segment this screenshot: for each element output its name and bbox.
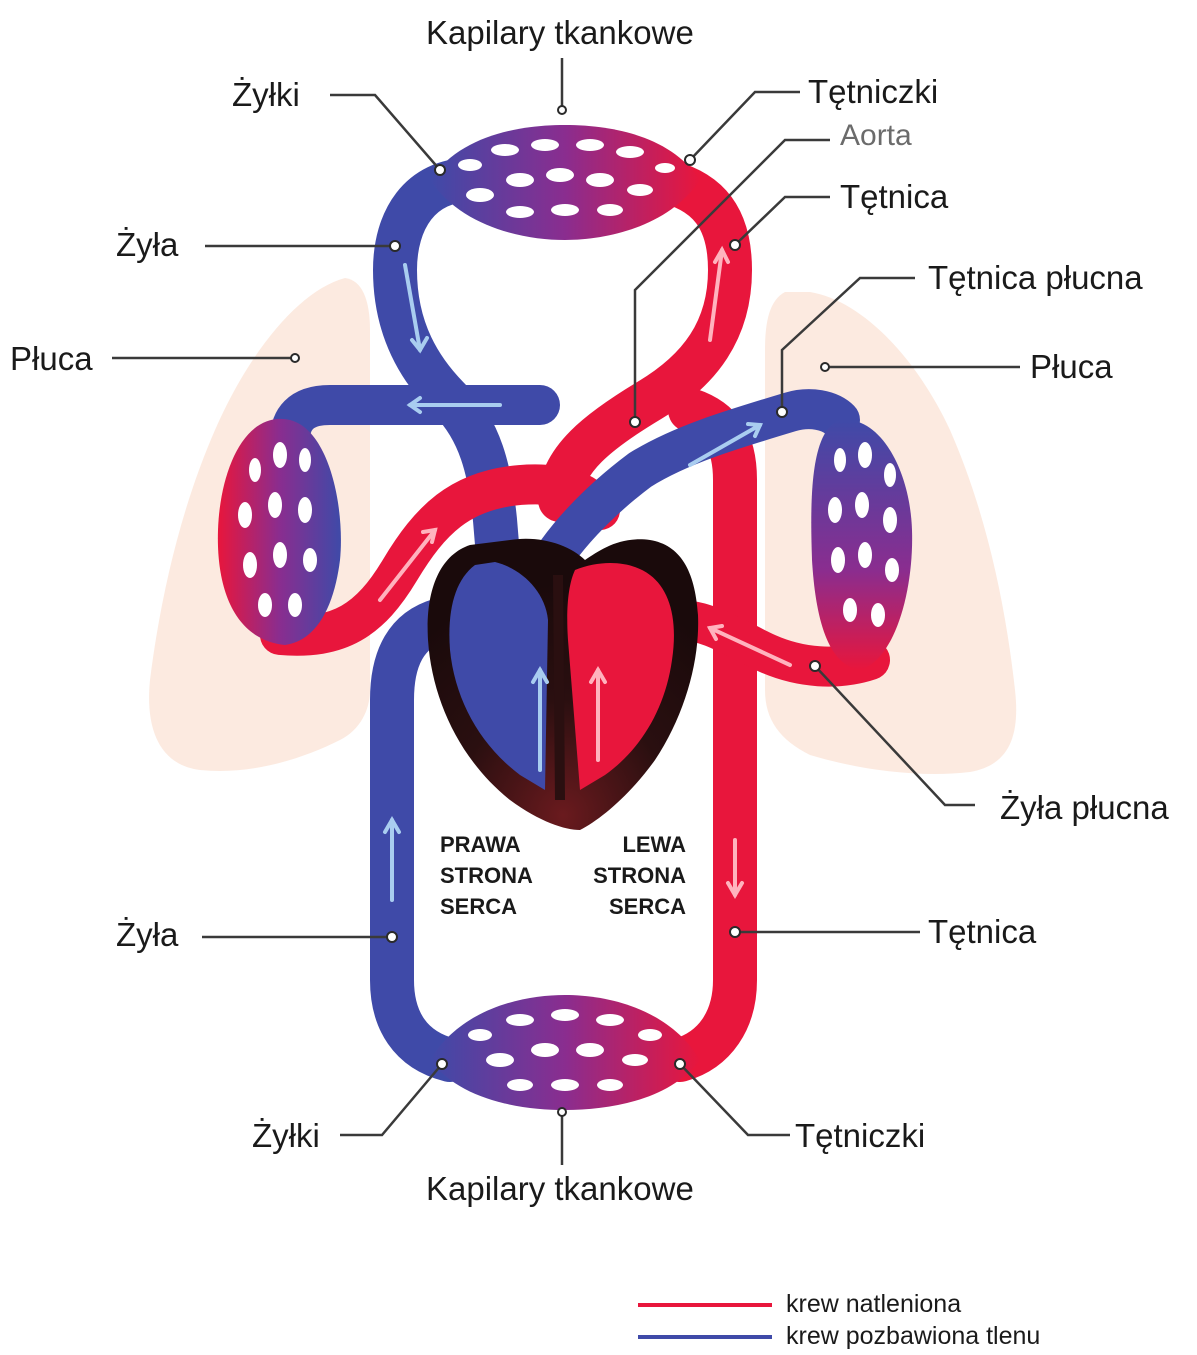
legend-deoxygenated-text: krew pozbawiona tlenu [786, 1322, 1040, 1351]
heart-right-chamber [449, 562, 548, 790]
label-pulmonary-vein: Żyła płucna [1000, 791, 1169, 824]
label-top-venules: Żyłki [232, 78, 300, 111]
label-bottom-arterioles: Tętniczki [795, 1119, 925, 1152]
label-lower-vein: Żyła [116, 918, 178, 951]
label-top-capillaries: Kapilary tkankowe [426, 16, 694, 49]
heart-right-side-text: PRAWA STRONA SERCA [440, 829, 533, 922]
heart-left-chamber [567, 563, 674, 790]
legend-oxygenated-text: krew natleniona [786, 1290, 961, 1319]
heart-left-line-2: STRONA [593, 860, 686, 891]
heart-left-line-3: SERCA [593, 891, 686, 922]
label-top-arterioles: Tętniczki [808, 75, 938, 108]
legend-deoxygenated: krew pozbawiona tlenu [638, 1322, 1040, 1351]
legend-oxygenated: krew natleniona [638, 1290, 961, 1319]
heart-right-line-2: STRONA [440, 860, 533, 891]
heart-septum [558, 575, 560, 800]
label-bottom-venules: Żyłki [252, 1119, 320, 1152]
label-lung-right: Płuca [1030, 350, 1113, 383]
lower-artery-vessel [680, 410, 735, 1060]
heart-right-line-1: PRAWA [440, 829, 533, 860]
legend-deoxygenated-swatch [638, 1335, 772, 1339]
label-lung-left: Płuca [10, 342, 93, 375]
label-aorta: Aorta [840, 121, 912, 151]
label-pulmonary-artery: Tętnica płucna [928, 261, 1143, 294]
legend-oxygenated-swatch [638, 1303, 772, 1307]
label-upper-artery: Tętnica [840, 180, 948, 213]
label-upper-vein: Żyła [116, 228, 178, 261]
label-bottom-capillaries: Kapilary tkankowe [426, 1172, 694, 1205]
heart-right-line-3: SERCA [440, 891, 533, 922]
heart-left-line-1: LEWA [593, 829, 686, 860]
label-lower-artery: Tętnica [928, 915, 1036, 948]
heart-left-side-text: LEWA STRONA SERCA [593, 829, 686, 922]
top-capillary-bed [430, 125, 700, 240]
